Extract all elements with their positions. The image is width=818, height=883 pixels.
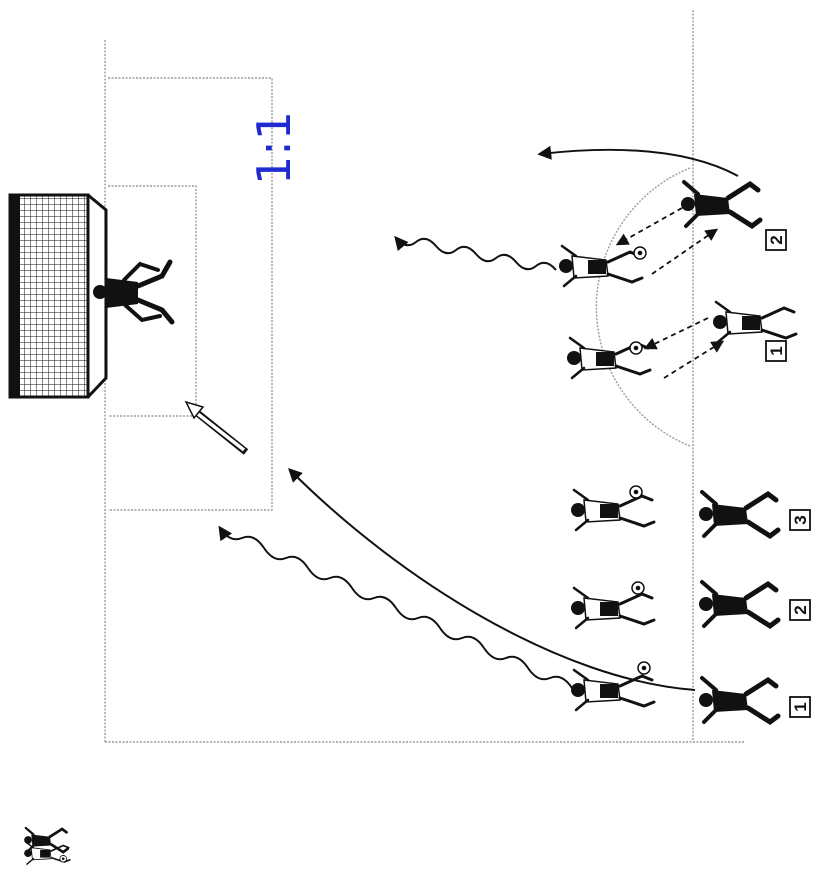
player-icon [699,678,778,722]
ball-icon [630,342,642,354]
player-pair-icon [24,828,70,864]
svg-text:3: 3 [791,515,810,524]
group-label-box: 2 [766,230,786,250]
ball-icon [634,247,646,259]
group-label-box: 1 [766,341,786,361]
svg-text:2: 2 [767,235,786,244]
start-label-box: 1 [790,697,810,717]
player-icon [571,670,654,710]
player-icon [713,302,796,342]
player-icon [699,582,778,626]
player-icon [681,182,760,226]
dribble-arrow-circle [396,238,556,270]
start-label-box: 3 [790,510,810,530]
player-icon [571,490,654,530]
svg-text:1: 1 [791,702,810,711]
field-lines [105,10,745,742]
dribble-arrow [220,528,572,688]
svg-text:1: 1 [767,346,786,355]
handwritten-note: 1:1 [247,111,301,185]
shot-arrow [186,402,246,452]
player-icon [559,246,642,286]
player-icon [571,588,654,628]
ball-icon [630,486,642,498]
center-circle [596,168,690,446]
player-icon [699,492,778,536]
svg-text:2: 2 [791,605,810,614]
ball-icon [632,582,644,594]
start-label-box: 2 [790,600,810,620]
run-arrow [540,150,738,176]
goal-net-icon [10,195,106,397]
ball-icon [638,662,650,674]
